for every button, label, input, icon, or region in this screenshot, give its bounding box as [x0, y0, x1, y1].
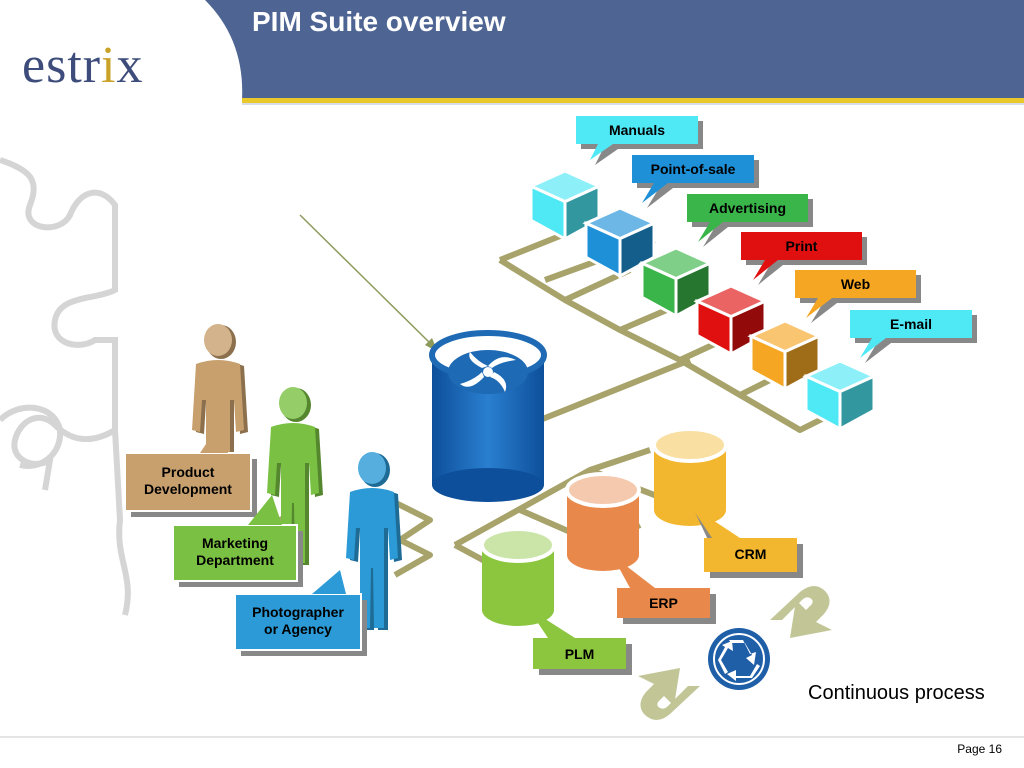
source-label-crm: CRM — [734, 546, 767, 562]
output-cubes — [527, 169, 878, 432]
cube-face-right — [838, 373, 876, 432]
source-cylinder — [652, 427, 728, 526]
output-cube — [527, 169, 603, 242]
source-cylinder — [480, 527, 556, 626]
source-cylinder — [565, 472, 641, 571]
person-label-line1: Product — [161, 464, 215, 480]
output-cube — [802, 359, 878, 432]
callout-crm — [690, 505, 803, 578]
person-label-photographer-agency: Photographer or Agency — [235, 604, 361, 638]
person-label-marketing-department: Marketing Department — [173, 535, 297, 569]
person-label-line1: Photographer — [252, 604, 344, 620]
slide-title: PIM Suite overview — [252, 6, 506, 37]
output-label-email: E-mail — [889, 316, 932, 332]
output-cube — [747, 319, 823, 392]
person-label-line1: Marketing — [201, 535, 269, 551]
puzzle-backdrop — [0, 157, 131, 616]
people-labels — [124, 420, 367, 656]
output-label-point-of-sale: Point-of-sale — [650, 161, 736, 177]
output-cube — [638, 246, 714, 319]
cycle-arrow-upper-icon — [770, 586, 832, 638]
logo-text-dot: i — [101, 37, 117, 94]
callout-email — [850, 310, 977, 363]
source-label-erp: ERP — [649, 595, 678, 611]
person-label-line2: Development — [144, 481, 232, 497]
cylinder-base — [654, 494, 726, 526]
label-product-development — [124, 420, 257, 517]
person-label-line2: or Agency — [264, 621, 332, 637]
source-cylinders — [480, 427, 728, 626]
person-figure — [267, 387, 323, 565]
cylinder-base — [567, 539, 639, 571]
output-label-web: Web — [840, 276, 871, 292]
label-marketing-department — [172, 495, 303, 587]
person-body — [267, 423, 319, 563]
estrix-logo: estrix — [22, 36, 144, 95]
page-number: Page 16 — [957, 742, 1002, 756]
output-label-manuals: Manuals — [608, 122, 665, 138]
source-callouts — [528, 505, 803, 675]
person-label-line2: Department — [196, 552, 274, 568]
recycle-icon — [708, 628, 770, 690]
pointer-arrow — [299, 214, 438, 352]
continuous-process-caption: Continuous process — [808, 682, 985, 704]
cylinder-top — [480, 527, 556, 563]
callout-print — [741, 232, 867, 285]
callout-point-of-sale — [632, 155, 759, 208]
cylinder-top — [652, 427, 728, 463]
callout-advertising — [687, 194, 813, 247]
output-cube — [693, 284, 769, 357]
output-label-advertising: Advertising — [708, 200, 786, 216]
continuous-process-graphic — [638, 586, 832, 720]
header-bar — [0, 0, 1024, 105]
person-label-product-development: Product Development — [125, 464, 251, 498]
callout-erp — [612, 555, 716, 624]
cylinder-top — [565, 472, 641, 508]
callout-manuals — [576, 116, 703, 165]
person-body — [346, 488, 398, 628]
label-photographer-agency — [234, 570, 367, 656]
callout-web — [795, 270, 921, 323]
output-cube — [582, 206, 658, 279]
logo-text-b: x — [116, 37, 144, 94]
output-label-print: Print — [785, 238, 818, 254]
person-head — [204, 324, 232, 356]
source-label-plm: PLM — [564, 646, 595, 662]
pim-hub-cylinder — [429, 330, 547, 502]
logo-text-a: estr — [22, 37, 102, 94]
person-head — [279, 387, 307, 419]
callout-plm — [528, 608, 632, 675]
person-figure — [346, 452, 402, 630]
person-head — [358, 452, 386, 484]
hub-logo-icon — [460, 352, 516, 392]
cycle-arrow-lower-icon — [638, 668, 700, 720]
output-callouts — [576, 116, 977, 363]
